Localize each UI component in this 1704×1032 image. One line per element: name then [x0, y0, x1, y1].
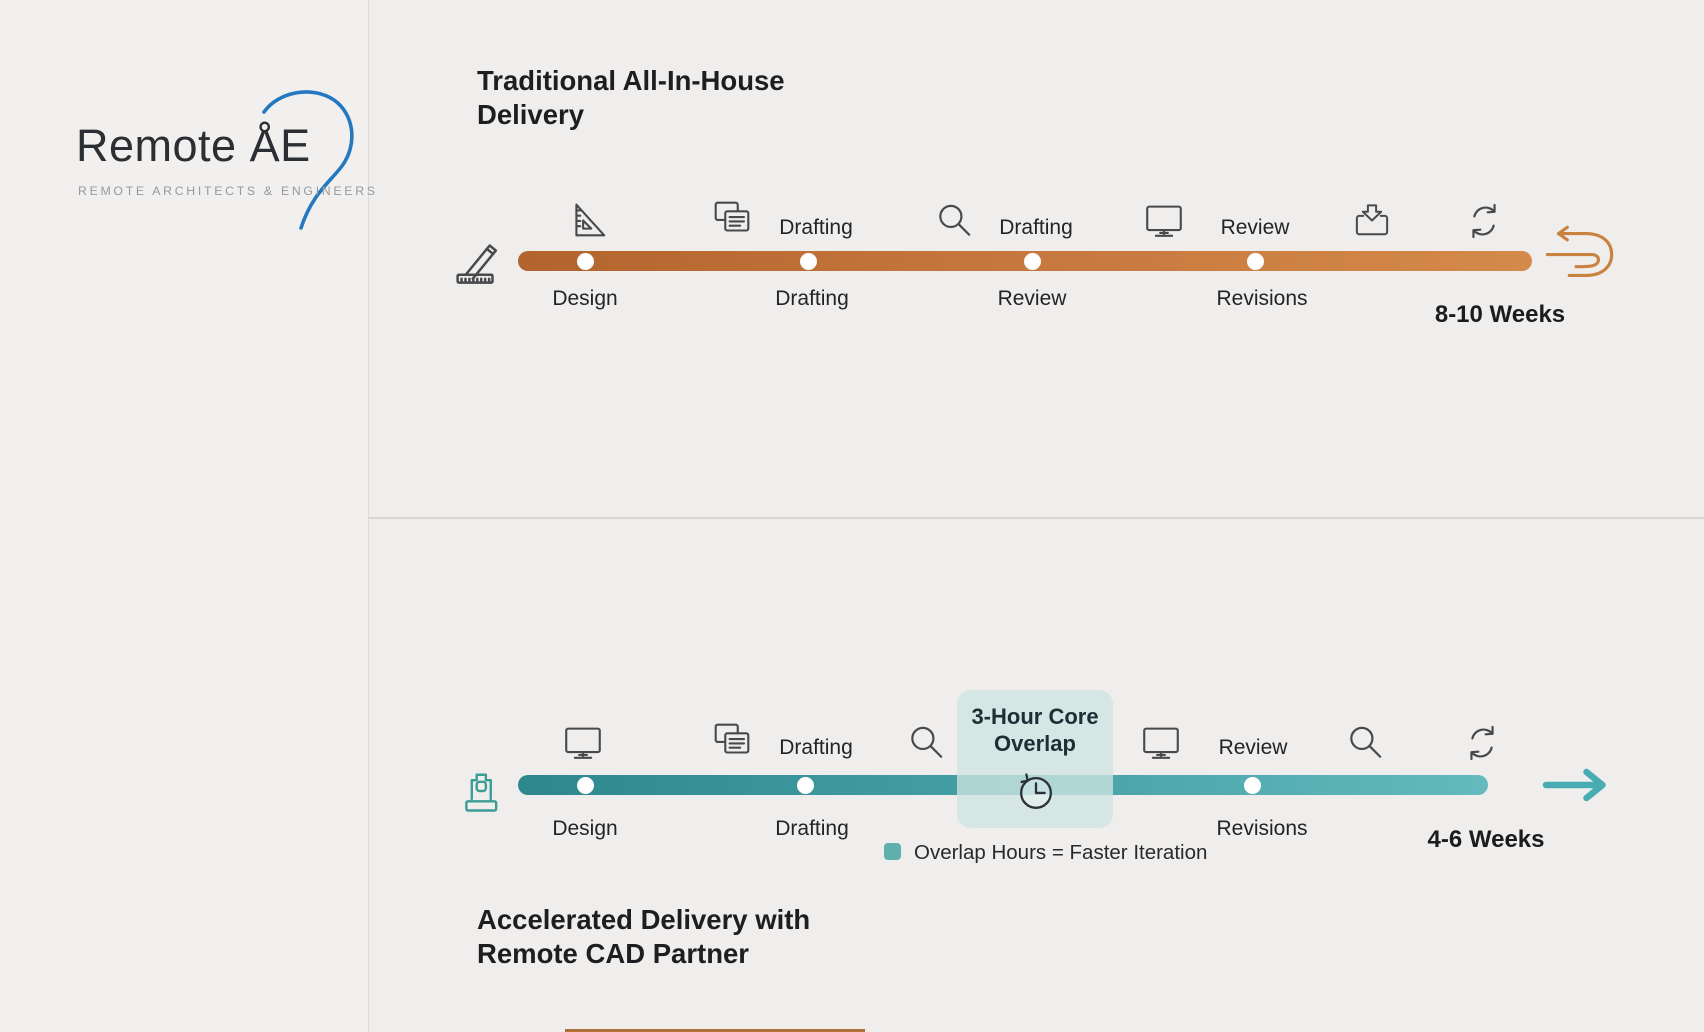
timeline-dot: [1246, 252, 1264, 270]
return-loop-arrow-icon: [1545, 225, 1614, 278]
accelerated-duration: 4-6 Weeks: [1427, 826, 1545, 853]
bottom-accent-sliver: [565, 1029, 865, 1032]
legend-swatch: [884, 843, 901, 860]
timeline-dot: [1023, 252, 1041, 270]
refresh-icon: [1460, 721, 1504, 765]
overlap-label-line2: Overlap: [994, 731, 1076, 756]
stage-label-design: Design: [552, 817, 618, 840]
inbox-tray-icon: [1350, 198, 1394, 242]
magnifier-icon: [1344, 721, 1388, 765]
traditional-title: Traditional All-In-House Delivery: [477, 64, 785, 132]
monitor-icon: [560, 720, 606, 766]
set-square-icon: [563, 197, 609, 243]
magnifier-icon: [933, 199, 977, 243]
above-label-drafting: Drafting: [779, 736, 853, 759]
stage-label-revisions: Revisions: [1216, 287, 1308, 310]
pages-icon: [709, 718, 755, 764]
clock-rewind-icon: [1013, 769, 1059, 815]
pencil-ruler-icon: [452, 232, 506, 286]
stamp-icon: [455, 765, 507, 817]
traditional-duration: 8-10 Weeks: [1434, 301, 1566, 328]
timeline-dot: [796, 776, 814, 794]
stage-label-drafting: Drafting: [775, 287, 849, 310]
accelerated-title: Accelerated Delivery with Remote CAD Par…: [477, 903, 810, 971]
stage-label-design: Design: [552, 287, 618, 310]
magnifier-icon: [905, 721, 949, 765]
accelerated-title-line2: Remote CAD Partner: [477, 938, 750, 969]
stage-label-drafting: Drafting: [775, 817, 849, 840]
timeline-dot: [799, 252, 817, 270]
above-label-drafting: Drafting: [999, 216, 1073, 239]
blue-pin-arc-icon: [262, 90, 354, 230]
timeline-dot: [576, 776, 594, 794]
traditional-title-line1: Traditional All-In-House: [477, 65, 785, 96]
above-label-drafting: Drafting: [779, 216, 853, 239]
stage-label-revisions: Revisions: [1216, 817, 1308, 840]
pages-icon: [709, 196, 755, 242]
above-label-review: Review: [1218, 736, 1288, 759]
right-arrow-icon: [1542, 768, 1606, 802]
section-divider: [368, 517, 1704, 519]
monitor-icon: [1141, 198, 1187, 244]
brand-tagline: REMOTE ARCHITECTS & ENGINEERS: [78, 184, 378, 198]
overlap-label-line1: 3-Hour Core: [971, 704, 1099, 729]
stage-label-review: Review: [997, 287, 1067, 310]
timeline-dot: [1243, 776, 1261, 794]
logo-panel: [0, 0, 368, 1032]
vertical-divider: [368, 0, 369, 1032]
accelerated-title-line1: Accelerated Delivery with: [477, 904, 811, 935]
legend-label: Overlap Hours = Faster Iteration: [914, 841, 1208, 864]
above-label-review: Review: [1220, 216, 1290, 239]
brand-wordmark: Remote ÅE: [76, 120, 311, 171]
timeline-dot: [576, 252, 594, 270]
traditional-title-line2: Delivery: [477, 99, 585, 130]
monitor-icon: [1138, 720, 1184, 766]
refresh-icon: [1462, 199, 1506, 243]
